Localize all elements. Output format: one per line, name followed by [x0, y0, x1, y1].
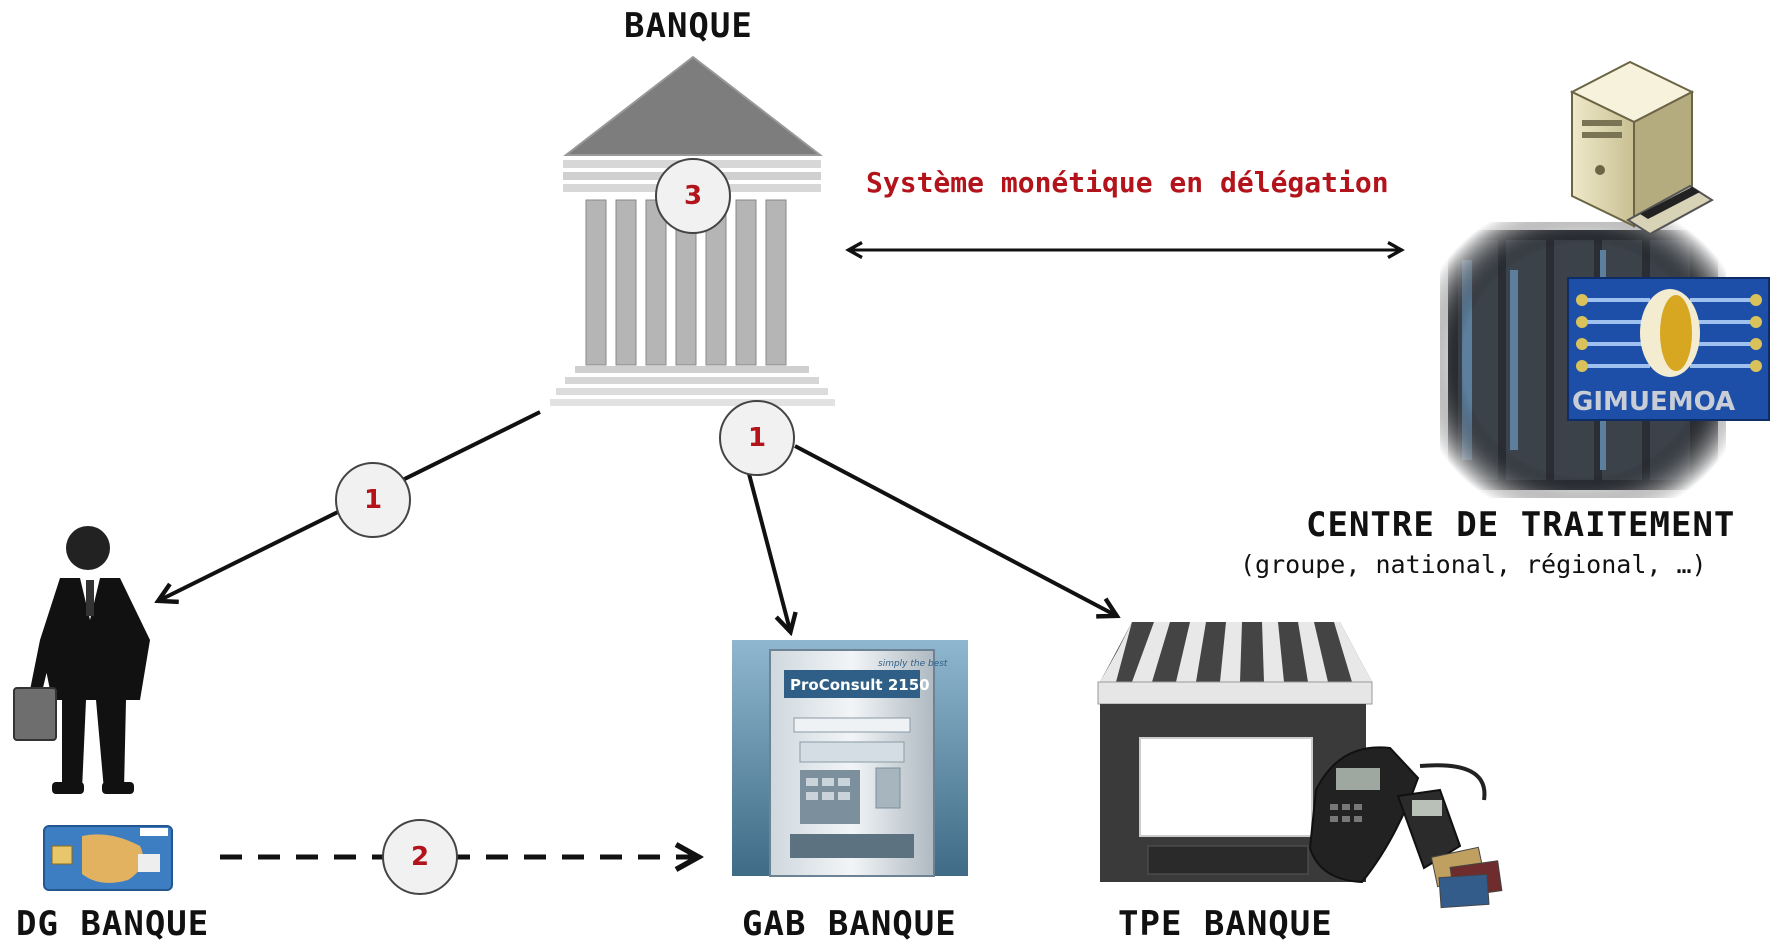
- atm-screen-text: ProConsult 2150: [790, 676, 930, 694]
- server-icon: [1569, 60, 1714, 236]
- badge-bank-to-dg: 1: [335, 462, 411, 538]
- businessman-icon: [13, 526, 150, 794]
- center-label: CENTRE DE TRAITEMENT: [1306, 505, 1736, 545]
- center-sublabel: (groupe, national, régional, …): [1240, 550, 1707, 579]
- bank-cards-icon: [1430, 846, 1503, 909]
- gim-logo: GIMUEMOA: [1567, 277, 1770, 421]
- processing-center-icon: GIMUEMOA: [1440, 60, 1770, 498]
- badge-bank: 3: [655, 158, 731, 234]
- edge-bank-tpe: [794, 444, 1115, 615]
- payment-terminal-icon: [1308, 746, 1503, 909]
- edge-label: Système monétique en délégation: [866, 166, 1389, 199]
- badge-bank-to-gab-tpe: 1: [719, 400, 795, 476]
- tpe-label: TPE BANQUE: [1118, 904, 1333, 944]
- bank-label: BANQUE: [624, 6, 753, 46]
- atm-brand-text: simply the best: [878, 659, 948, 669]
- gab-label: GAB BANQUE: [742, 904, 957, 944]
- dg-label: DG BANQUE: [16, 904, 210, 944]
- smart-card-icon: [43, 825, 173, 891]
- atm-icon: ProConsult 2150 simply the best: [732, 640, 968, 877]
- edge-bank-gab: [746, 469, 790, 630]
- gim-logo-text: GIMUEMOA: [1572, 387, 1735, 417]
- badge-dg-to-gab: 2: [382, 819, 458, 895]
